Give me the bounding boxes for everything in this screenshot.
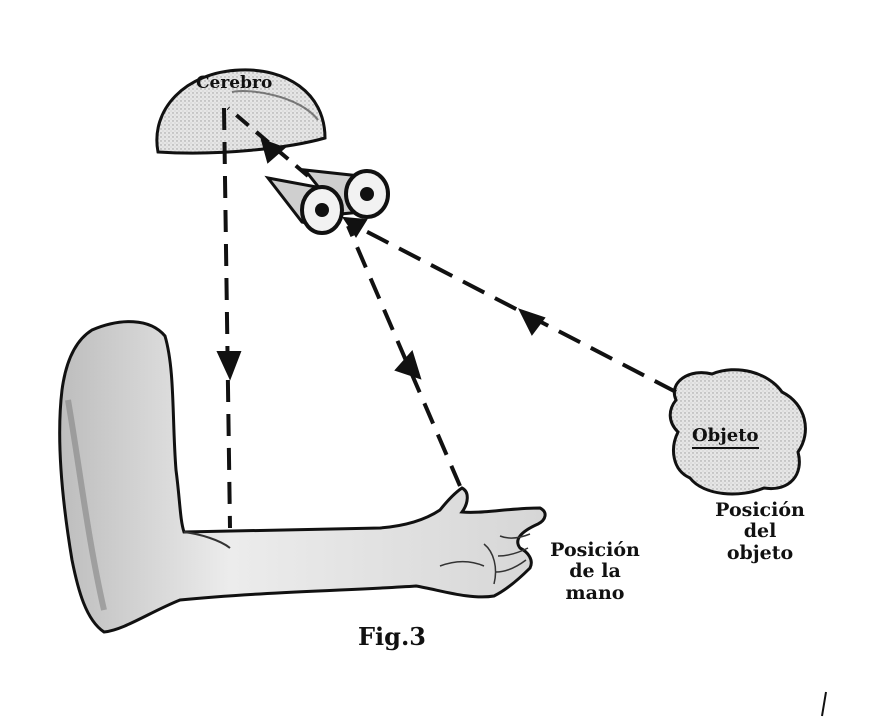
object-position-line-1: Posición <box>715 499 805 521</box>
hand-position-line-1: Posición <box>550 539 640 561</box>
brain-label: Cerebro <box>196 73 273 93</box>
arrowheads <box>216 138 546 381</box>
object-position-label: Posición del objeto <box>700 499 820 564</box>
arrow-object-to-eyes <box>351 222 677 394</box>
eyes-icon <box>264 168 390 235</box>
object-label: Objeto <box>692 425 759 450</box>
hand-position-label: Posición de la mano <box>540 539 650 604</box>
object-blob <box>668 368 807 496</box>
arrowhead-brain <box>260 138 286 164</box>
arm-illustration <box>58 320 547 634</box>
hand-position-line-3: mano <box>565 581 625 604</box>
arrowhead-down <box>216 351 242 381</box>
object-position-line-2: del <box>743 520 777 543</box>
arrow-brain-to-arm <box>222 107 232 529</box>
arrowhead-hand <box>394 350 422 380</box>
stray-mark <box>821 691 827 717</box>
arrowhead-eyes-from-object <box>342 216 368 238</box>
brain-dome <box>155 68 327 155</box>
arrowhead-object <box>518 308 546 336</box>
arrows <box>222 106 677 529</box>
hand-position-line-2: de la <box>569 560 621 583</box>
object-position-line-3: objeto <box>726 541 794 564</box>
figure-caption: Fig.3 <box>358 622 426 651</box>
arrow-hand-to-eyes <box>346 225 462 487</box>
